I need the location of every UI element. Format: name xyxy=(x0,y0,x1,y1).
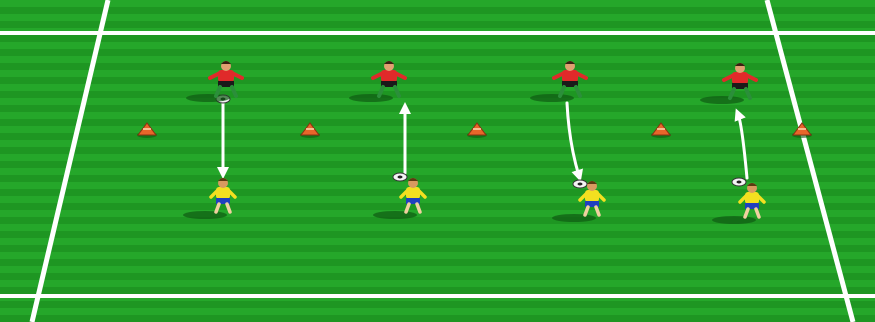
soccer-ball xyxy=(732,178,746,186)
soccer-ball xyxy=(573,180,587,188)
ball-patch xyxy=(398,176,403,179)
grass-stripe xyxy=(0,105,875,112)
player-shadow xyxy=(186,94,230,102)
grass-stripe xyxy=(0,98,875,105)
soccer-ball xyxy=(393,173,407,181)
grass-stripe xyxy=(0,7,875,14)
grass-stripe xyxy=(0,259,875,266)
grass-stripe xyxy=(0,56,875,63)
player-shadow xyxy=(700,96,744,104)
grass-stripe xyxy=(0,238,875,245)
grass-stripe xyxy=(0,203,875,210)
grass-stripe xyxy=(0,273,875,280)
grass-stripe xyxy=(0,301,875,308)
grass-stripe xyxy=(0,189,875,196)
grass-stripe xyxy=(0,308,875,315)
player-shirt xyxy=(562,70,578,82)
player-shadow xyxy=(349,94,393,102)
player-shadow xyxy=(373,211,417,219)
grass-stripe xyxy=(0,266,875,273)
player-shirt xyxy=(745,192,759,204)
grass-stripe xyxy=(0,280,875,287)
player-shadow xyxy=(530,94,574,102)
grass-stripe xyxy=(0,0,875,7)
grass-stripe xyxy=(0,21,875,28)
grass-stripe xyxy=(0,168,875,175)
player-shirt xyxy=(585,190,599,202)
grass-stripe xyxy=(0,231,875,238)
player-shadow xyxy=(183,211,227,219)
player-shadow xyxy=(712,216,756,224)
player-shadow xyxy=(552,214,596,222)
grass-stripe xyxy=(0,287,875,294)
player-shirt xyxy=(218,70,234,82)
grass-stripe xyxy=(0,42,875,49)
grass-stripe xyxy=(0,224,875,231)
grass-stripe xyxy=(0,126,875,133)
player-shirt xyxy=(732,72,748,84)
grass-stripe xyxy=(0,49,875,56)
grass-stripe xyxy=(0,252,875,259)
ball-patch xyxy=(737,181,742,184)
grass-stripe xyxy=(0,14,875,21)
grass-stripe xyxy=(0,161,875,168)
grass-stripe xyxy=(0,315,875,322)
player-shirt xyxy=(406,187,420,199)
player-shirt xyxy=(216,187,230,199)
ball-patch xyxy=(578,183,583,186)
grass-stripe xyxy=(0,245,875,252)
grass-stripe xyxy=(0,119,875,126)
grass-stripe xyxy=(0,112,875,119)
grass-stripe xyxy=(0,91,875,98)
player-shirt xyxy=(381,70,397,82)
grass-stripe xyxy=(0,35,875,42)
